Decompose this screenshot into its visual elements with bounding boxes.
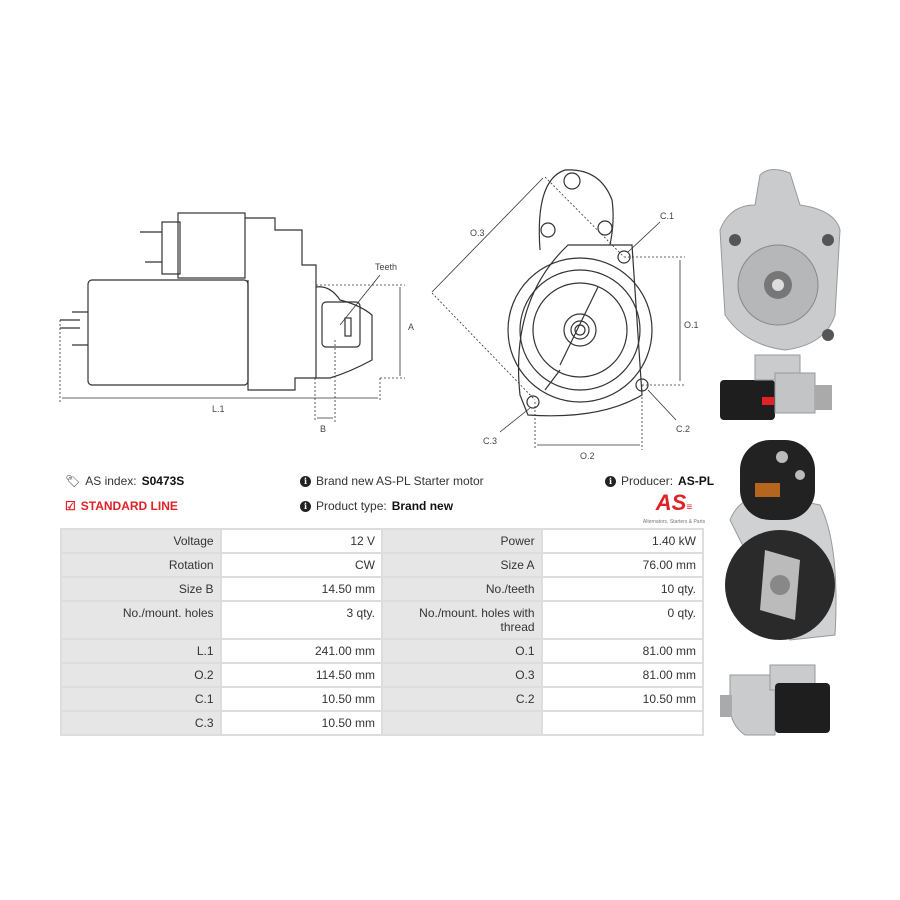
spec-value: 3 qty. bbox=[219, 600, 384, 640]
spec-label: Power bbox=[381, 528, 543, 554]
spec-value: 10 qty. bbox=[540, 576, 705, 602]
producer-value: AS-PL bbox=[678, 474, 715, 488]
spec-label: Size A bbox=[381, 552, 543, 578]
spec-label: C.3 bbox=[60, 710, 222, 736]
producer: i Producer: AS-PL bbox=[605, 474, 714, 488]
spec-value: 10.50 mm bbox=[219, 710, 384, 736]
producer-label: Producer: bbox=[621, 474, 674, 488]
o1-label: O.1 bbox=[684, 320, 699, 330]
teeth-label: Teeth bbox=[375, 262, 397, 272]
description: i Brand new AS-PL Starter motor bbox=[300, 474, 484, 488]
spec-value: 10.50 mm bbox=[540, 686, 705, 712]
as-pl-logo: AS≡ Alternators, Starters & Parts bbox=[642, 490, 706, 526]
product-type: i Product type: Brand new bbox=[300, 499, 453, 513]
spec-label bbox=[381, 710, 543, 736]
spec-value bbox=[540, 710, 705, 736]
spec-label: C.2 bbox=[381, 686, 543, 712]
spec-value: 81.00 mm bbox=[540, 638, 705, 664]
spec-label: No./mount. holes with thread bbox=[381, 600, 543, 640]
as-index-value: S0473S bbox=[141, 474, 185, 488]
c3-label: C.3 bbox=[483, 436, 497, 446]
info-icon: i bbox=[300, 500, 311, 512]
info-icon: i bbox=[605, 475, 616, 487]
spec-label: Rotation bbox=[60, 552, 222, 578]
spec-label: No./mount. holes bbox=[60, 600, 222, 640]
photo-side-2 bbox=[720, 664, 830, 736]
spec-label: Size B bbox=[60, 576, 222, 602]
spec-label: O.2 bbox=[60, 662, 222, 688]
product-type-value: Brand new bbox=[391, 499, 454, 513]
o3-label: O.3 bbox=[470, 228, 485, 238]
spec-value: 241.00 mm bbox=[219, 638, 384, 664]
spec-value: 10.50 mm bbox=[219, 686, 384, 712]
c2-label: C.2 bbox=[676, 424, 690, 434]
description-text: Brand new AS-PL Starter motor bbox=[316, 474, 484, 488]
spec-label: Voltage bbox=[60, 528, 222, 554]
technical-drawing: Teeth A B L.1 C.1 O.1 C.2 C.3 O.2 O.3 bbox=[59, 169, 699, 460]
as-index: 🏷︎ AS index: S0473S bbox=[65, 474, 184, 488]
info-icon: i bbox=[300, 475, 311, 487]
spec-value: 76.00 mm bbox=[540, 552, 705, 578]
spec-value: 1.40 kW bbox=[540, 528, 705, 554]
o2-label: O.2 bbox=[580, 451, 595, 460]
tag-icon: 🏷︎ bbox=[65, 474, 81, 488]
a-label: A bbox=[408, 322, 414, 332]
l1-label: L.1 bbox=[212, 404, 225, 414]
spec-label: No./teeth bbox=[381, 576, 543, 602]
spec-value: 114.50 mm bbox=[219, 662, 384, 688]
spec-value: 14.50 mm bbox=[219, 576, 384, 602]
photo-side bbox=[720, 354, 832, 420]
spec-label: O.1 bbox=[381, 638, 543, 664]
side-view bbox=[60, 212, 373, 391]
front-view bbox=[507, 169, 653, 417]
as-index-label: AS index: bbox=[85, 474, 137, 488]
product-type-label: Product type: bbox=[316, 499, 387, 513]
standard-line: ☑ STANDARD LINE bbox=[65, 499, 178, 513]
spec-label: O.3 bbox=[381, 662, 543, 688]
checkbox-icon: ☑ bbox=[65, 499, 76, 513]
spec-label: C.1 bbox=[60, 686, 222, 712]
photo-rear bbox=[725, 440, 837, 641]
product-photos bbox=[719, 169, 841, 736]
photo-front bbox=[719, 169, 841, 351]
spec-value: 12 V bbox=[219, 528, 384, 554]
spec-value: CW bbox=[219, 552, 384, 578]
spec-value: 0 qty. bbox=[540, 600, 705, 640]
spec-label: L.1 bbox=[60, 638, 222, 664]
b-label: B bbox=[320, 424, 326, 434]
line-label: STANDARD LINE bbox=[80, 499, 178, 513]
spec-value: 81.00 mm bbox=[540, 662, 705, 688]
c1-label: C.1 bbox=[660, 211, 674, 221]
